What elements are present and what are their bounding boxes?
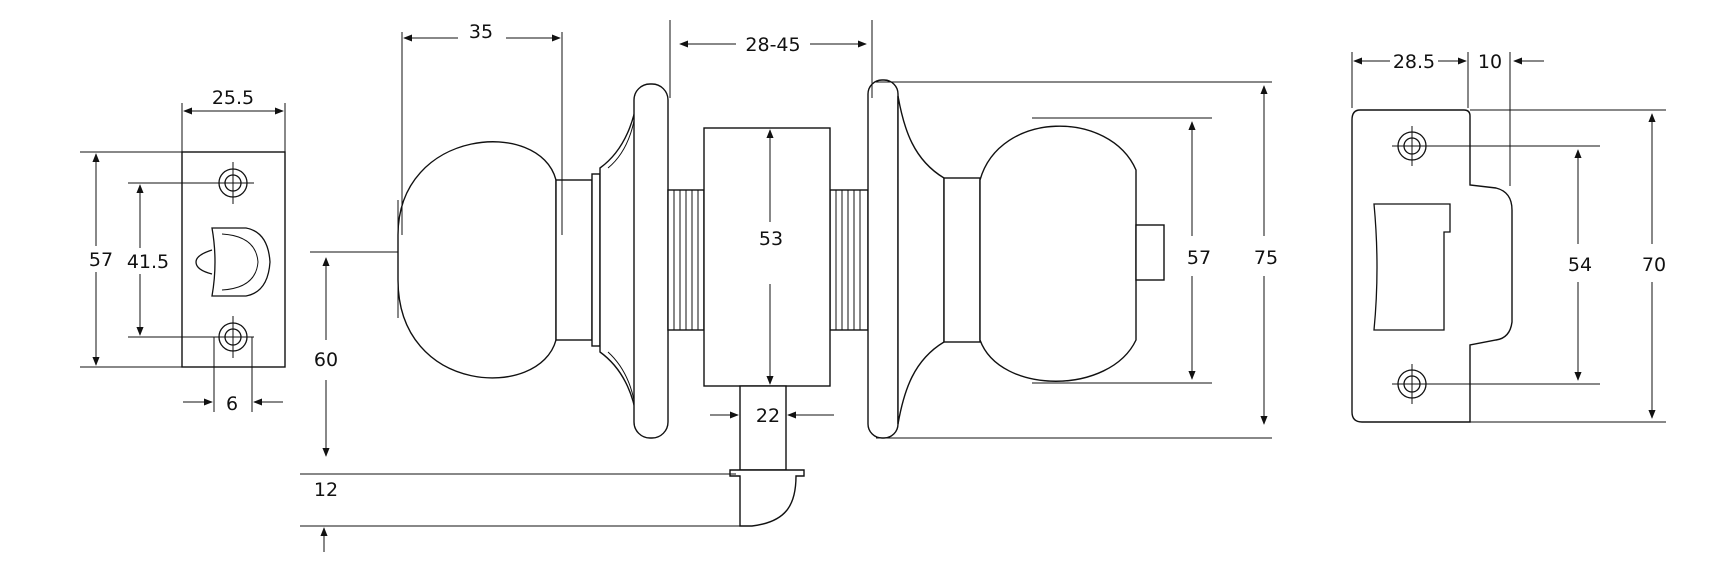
strike-height-label: 70 [1642, 254, 1666, 276]
latch-tail-label: 12 [314, 479, 338, 501]
exterior-knob [397, 141, 557, 379]
body-height-label: 53 [759, 228, 783, 250]
strike-hole-spacing-label: 54 [1568, 254, 1592, 276]
latch-hole-offset-label: 6 [226, 393, 238, 415]
rose-diameter-label: 75 [1254, 247, 1278, 269]
strike-bottom-screw-hole [1392, 364, 1432, 404]
turn-button [1135, 224, 1165, 281]
interior-rose [897, 95, 945, 425]
interior-knob-neck [943, 177, 981, 343]
latch-spindle [739, 385, 787, 471]
interior-rose-flange [867, 79, 899, 439]
spindle-width-label: 22 [756, 405, 780, 427]
latch-front-view: 25.5 57 41.5 6 [80, 87, 286, 415]
threaded-sleeve-right [829, 189, 869, 331]
latch-bolt [195, 227, 271, 297]
latch-hole-spacing-label: 41.5 [127, 251, 169, 273]
strike-opening [1373, 203, 1451, 331]
interior-knob [979, 125, 1137, 382]
latch-bottom-screw-hole [212, 316, 254, 358]
latch-width-label: 25.5 [212, 87, 254, 109]
knob-length-label: 35 [469, 21, 493, 43]
latch-tail [729, 469, 805, 527]
strike-plate-view: 28.5 10 54 70 [1351, 51, 1666, 423]
latch-height-label: 57 [89, 249, 113, 271]
door-thickness-label: 28-45 [745, 34, 800, 56]
latch-top-screw-hole [212, 162, 254, 204]
strike-width-label: 28.5 [1393, 51, 1435, 73]
backset-label: 60 [314, 349, 338, 371]
exterior-rose-flange [633, 83, 669, 439]
strike-lip-label: 10 [1478, 51, 1502, 73]
strike-plate [1351, 109, 1513, 423]
knobset-side-view: 35 28-45 53 60 22 12 57 7 [300, 20, 1278, 552]
exterior-knob-neck [555, 179, 593, 341]
latch-body [703, 127, 831, 387]
strike-top-screw-hole [1392, 126, 1432, 166]
knob-diameter-label: 57 [1187, 247, 1211, 269]
threaded-sleeve-left [667, 189, 705, 331]
